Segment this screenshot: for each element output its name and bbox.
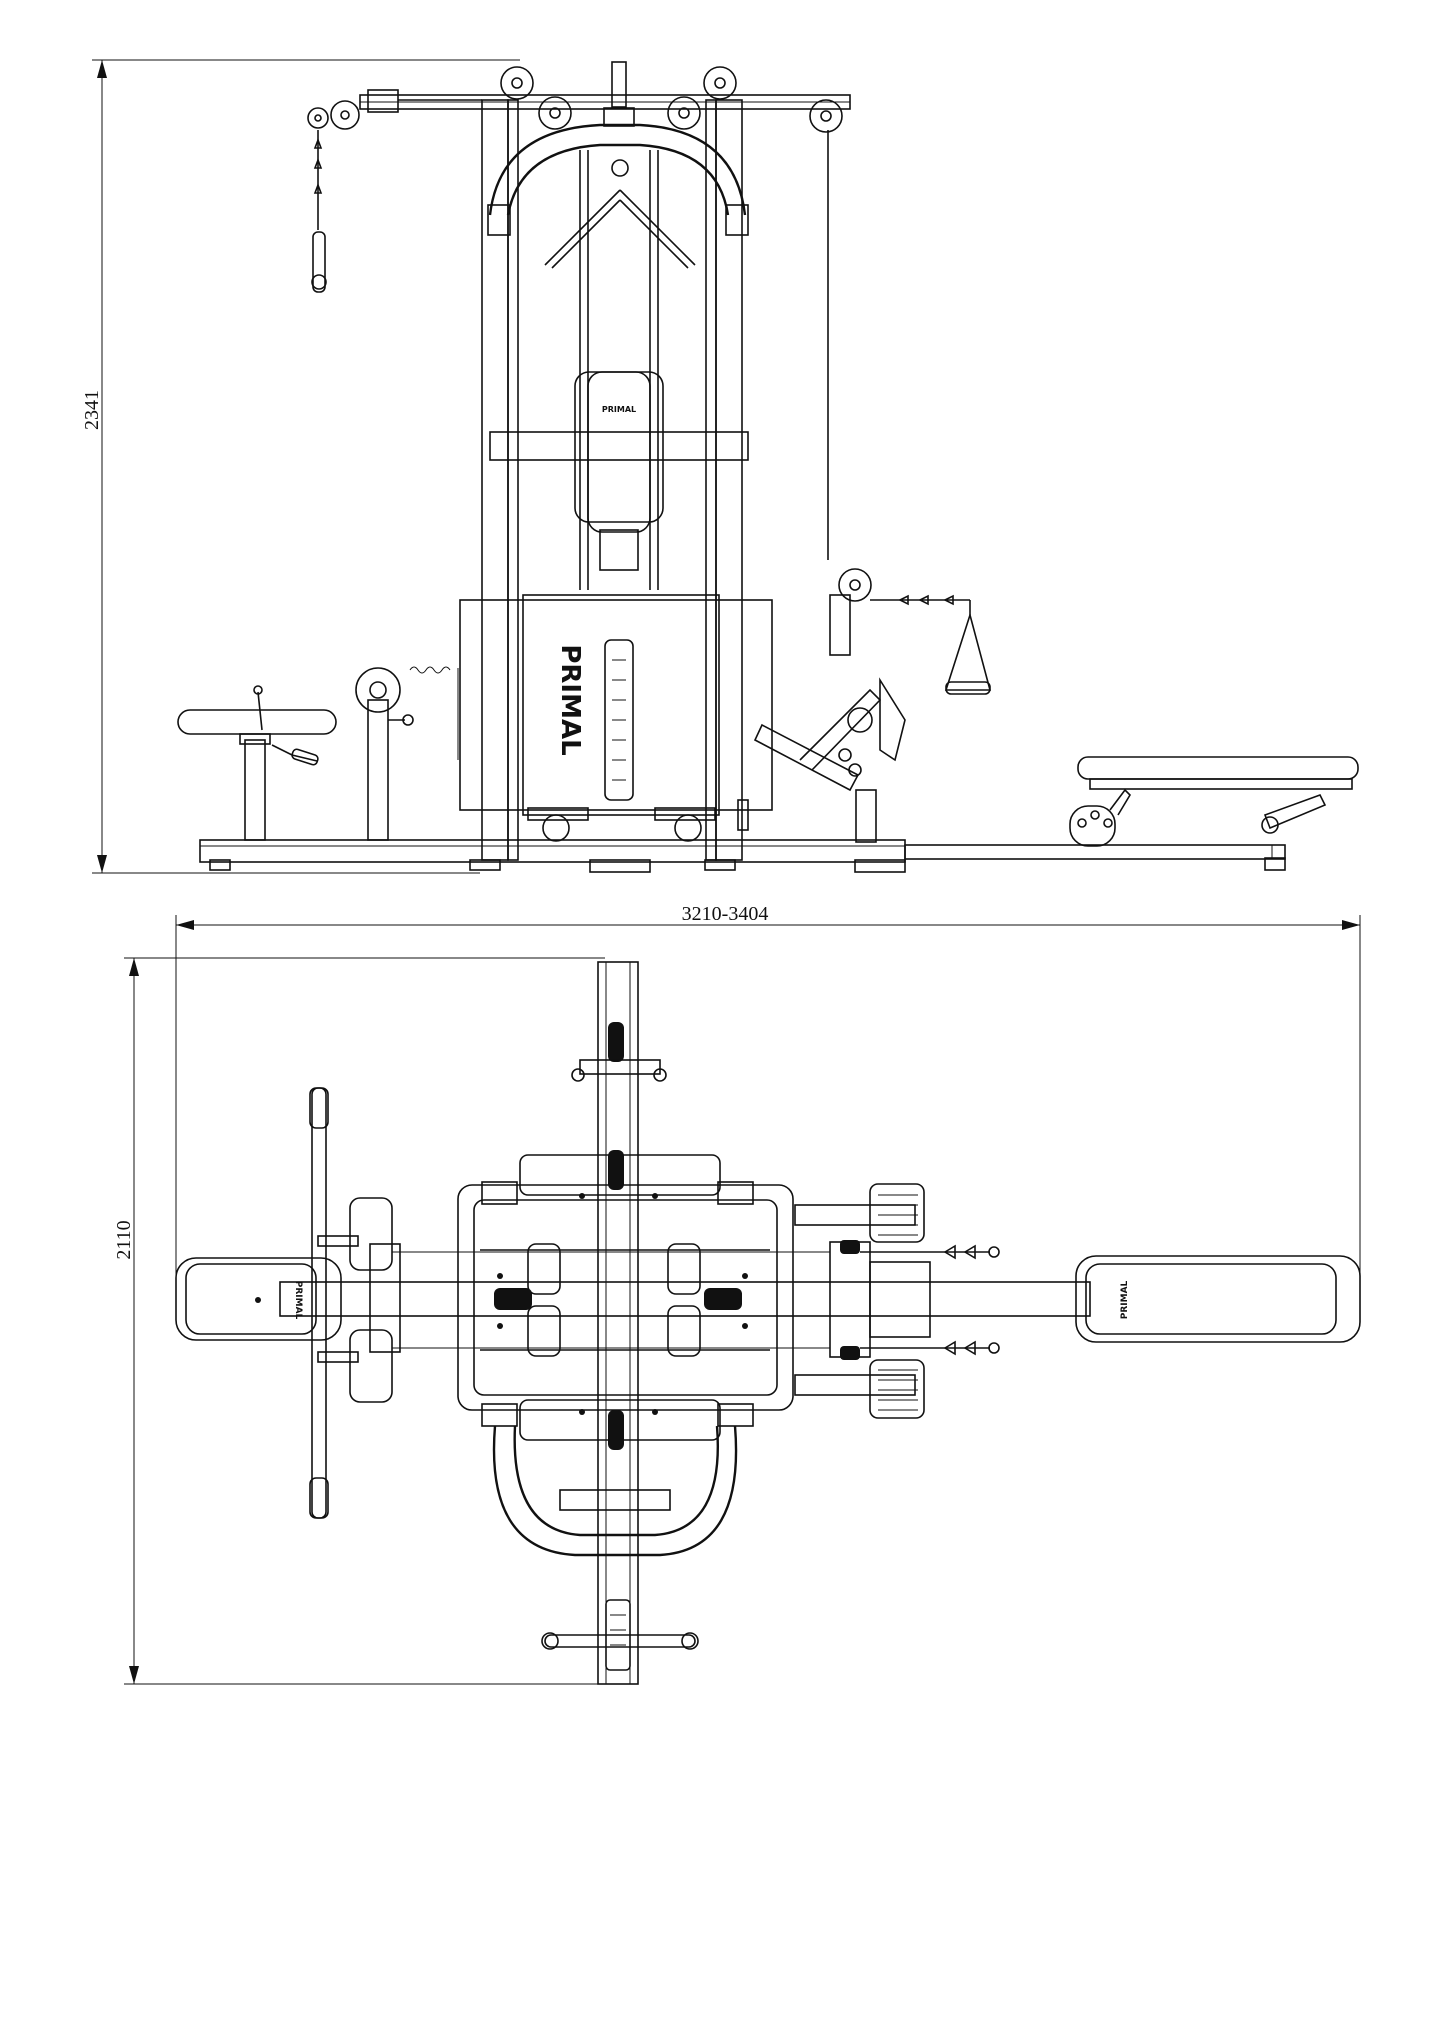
- top-pulleys: [500, 61, 843, 133]
- left-cable-station: [307, 89, 482, 293]
- weight-stack: PRIMAL: [459, 594, 773, 842]
- left-pad-brand: PRIMAL: [293, 1281, 303, 1320]
- right-cable-station: [753, 130, 992, 843]
- shroud-brand: PRIMAL: [555, 644, 585, 755]
- leg-extension: [177, 666, 459, 841]
- depth-label: 2110: [113, 1220, 135, 1259]
- right-pad-brand: PRIMAL: [1120, 1280, 1130, 1319]
- top-view: PRIMAL PRIMAL: [175, 961, 1361, 1685]
- height-dimension: 2341: [81, 59, 520, 874]
- side-view: PRIMAL PRIMAL: [177, 61, 1359, 873]
- press-pad-brand: PRIMAL: [602, 405, 636, 414]
- depth-dimension: 2110: [113, 957, 605, 1685]
- length-label: 3210-3404: [682, 903, 769, 925]
- flat-bench: [1069, 756, 1359, 847]
- height-label: 2341: [81, 390, 103, 430]
- length-dimension: 3210-3404: [175, 903, 1361, 1300]
